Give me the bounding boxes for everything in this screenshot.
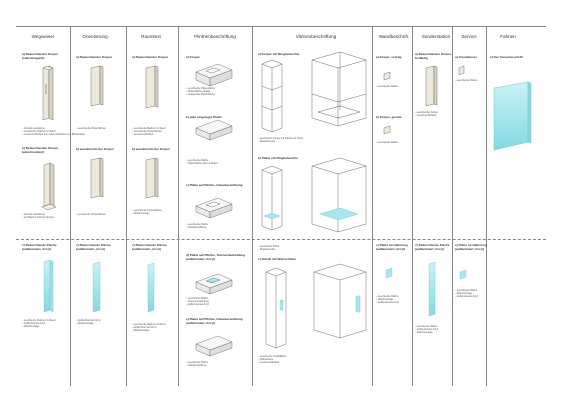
plinth-figure-pli-c [195,197,233,219]
panel-figure-rau-b [145,157,159,199]
col-head-vitrinen: Vitrinenbeschriftung [295,34,337,39]
plinth-figure-pli-a [195,63,233,87]
label-wan-b: b) Körper, gerade [376,115,402,119]
label-rau-a: a) Beleuchtender Körper [132,55,169,59]
notes-wan-a: Leuchtende Fläche [376,85,398,89]
label-rau-c: c) Beleuchtende Fläche (auflaminiert, Ac… [132,243,167,251]
pillar-figure-weg-a [42,65,54,121]
service-tag-ser-c [459,269,467,280]
col-head-raumtext: Raumtext [141,34,161,39]
col-divider [252,26,253,386]
label-ori-a: a) Beleuchtender Körper [76,55,113,59]
col-head-sonder: Sonderstation [421,34,451,39]
notes-weg-c: Leuchtende Flächen im RaumAuflaminiertes… [22,319,56,329]
label-son-c: c) Beleuchtende Fläche (auflaminiert, Ac… [415,243,450,251]
notes-son-a: Leuchtender KörperLesefreundlichkeit [415,111,438,118]
col-divider [178,26,179,386]
label-fah-a: a) Der Visual beschrift [490,55,523,59]
notes-vit-c: Leuchtende SchaftflächeWdrischtebeLesefr… [258,355,286,365]
panel-figure-rau-a [145,65,159,109]
col-divider [412,26,413,386]
col-head-wand: Wandbeschrift. [378,34,410,39]
label-wan-c: c) Platte im Halterung (auflaminiert, Ac… [376,243,408,251]
notes-ori-b: Leuchtende Körperflächen [76,213,106,217]
notes-weg-a: formelle GestaltungLeuchtende Flächen im… [22,127,85,137]
col-head-plinthen: Plinthenbeschriftung [194,34,236,39]
grid-divider [16,239,546,240]
pillar-figure-weg-b [41,162,57,211]
label-ser-a: a) Visualisierer [455,55,477,59]
notes-vit-a: Leuchtende Körper mit Fläche auf Vitrine… [258,137,303,144]
notes-rau-b: Leuchtende KörperflächenWandmontage [132,209,162,216]
notes-ori-c: Auflaminiert auf AcrylWandmontage [76,319,100,326]
panel-figure-ori-b [90,157,104,199]
notes-ser-c: Leuchtende FlächeWandmontageAuflaminiert… [455,289,478,299]
service-tag-ser-a [458,65,465,76]
label-ori-c: c) Beleuchtende Fläche (auflaminiert, Ac… [76,243,111,251]
vitrine-figure-vit-c [265,267,287,349]
notes-pli-d: Leuchtende FlächeSonnendeckeldungAuflami… [186,297,209,307]
notes-pli-a: Leuchtende PlattenflächePlattenfläche pa… [186,87,215,97]
col-divider [372,26,373,386]
col-head-fahnen: Fahnen [500,34,516,39]
label-pli-c: c) Platte auf Plinthe, Glasüberwölbung [186,183,243,187]
label-ori-b: b) wandmontierter Körper [76,147,114,151]
vitrine-figure-vit-b [261,165,283,231]
col-divider [486,26,487,386]
glow-panel-son-c [428,261,436,317]
panel-figure-ori-a [90,65,104,107]
notes-wan-c: Leuchtende FlächeWandmontageAuflaminiert… [376,295,399,305]
col-divider [452,26,453,386]
label-ser-c: c) Platte im Halterung (auflaminiert, Ac… [455,243,487,251]
notes-rau-c: Leuchtende Flächen im RaumAuflaminiert a… [132,323,166,333]
notes-pli-c: Leuchtende FlächeGlasüberwölbung [186,223,208,230]
wall-tag-wan-c [385,267,393,279]
notes-wan-b: Leuchtende Fläche [376,141,398,145]
notes-rau-a: Leuchtende Flächen im RaumLeuchtende Kör… [132,127,166,137]
plinth-figure-pli-e [195,335,233,357]
label-vit-a: a) Körper mit Ringbeleuchte [258,52,300,56]
vitrine-case-vit-b [311,157,367,233]
label-pli-b: b) plan eingelegte Platte [186,115,222,119]
col-divider [70,26,71,386]
banner-figure-fah-a [493,81,532,151]
wall-tag-wan-a [383,71,391,81]
vitrine-figure-vit-a [261,59,283,133]
plinth-figure-pli-d [195,273,233,295]
label-weg-b: b) Beleuchtender Körper (wandmontiert) [22,146,59,154]
notes-ori-a: Leuchtende Körperflächen [76,127,106,131]
label-rau-b: b) wandmontierter Körper [132,147,170,151]
col-head-wegweiser: Wegweiser [31,34,55,39]
glow-panel-ori-c [92,261,101,313]
label-weg-a: a) Beleuchtender Körper (selbsttragend) [22,52,59,60]
pillar-figure-son-a [425,65,438,107]
plinth-figure-pli-b [195,119,233,141]
label-wan-a: a) Körper, schräg [376,55,402,59]
col-head-orientierung: Orientierung [82,34,108,39]
glow-pillar-weg-c [43,259,54,313]
col-head-service: Service [461,34,477,39]
label-pli-e: e) Platte auf Plinthe, Glasüberwölbung (… [186,317,243,325]
label-weg-c: c) Beleuchtende Fläche (auflaminiert, Ac… [22,243,57,251]
label-vit-b: b) Platte mit Ringbeleuchte [258,156,298,160]
notes-ser-a: Leuchtende Fläche [455,79,477,83]
notes-vit-b: Leuchtende PlatteRingbeleuchte [258,245,279,252]
label-son-a: a) Beleuchtender Körper, freiläufig [415,52,452,60]
wall-tag-wan-b [383,125,391,135]
vitrine-case-vit-c [313,263,367,339]
glow-panel-rau-c [147,262,155,313]
notes-weg-b: formelle Gestaltungauf Wand montierte Va… [22,213,54,220]
label-pli-d: d) Platte auf Plinthe, Sonnendeckeldung … [186,253,246,261]
notes-son-c: Leuchtende FlächeAuflaminiertes AcrylWan… [415,325,438,335]
notes-pli-b: Leuchtende FlächePlattenfläche plan im B… [186,159,218,166]
label-vit-c: c) Schaft mit Wdrischtebe [258,257,296,261]
grid-top [16,26,546,27]
col-divider [126,26,127,386]
notes-pli-e: Leuchtende FlächeGlasüberwölbung [186,361,208,368]
vitrine-case-vit-a [311,51,367,127]
label-pli-a: a) Körper [186,55,200,59]
